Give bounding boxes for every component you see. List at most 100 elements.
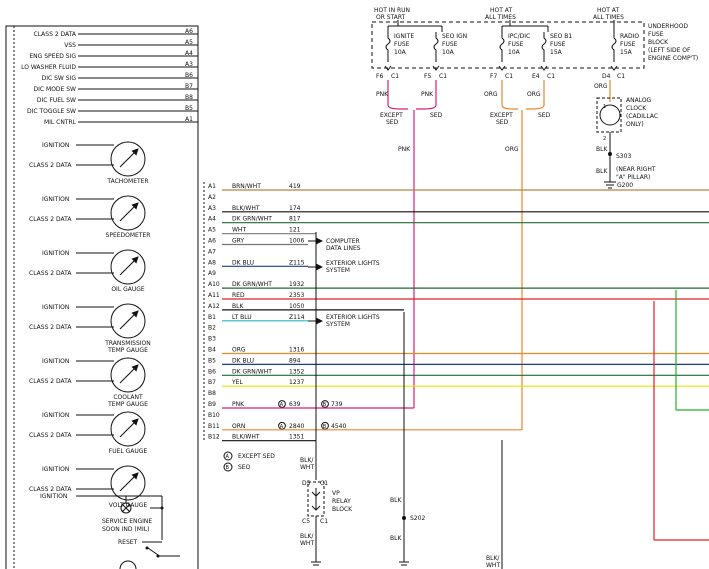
cluster-input-label: MIL CNTRL bbox=[44, 119, 77, 126]
fuse-pin: F7 bbox=[490, 73, 497, 80]
circuit-number: 1006 bbox=[289, 238, 304, 245]
relay-top-wire-1: BLK/ bbox=[300, 457, 314, 464]
connector-pin: B12 bbox=[208, 434, 220, 441]
cluster-input-pin: B8 bbox=[185, 94, 193, 101]
exterior-lights-1a: EXTERIOR LIGHTS bbox=[326, 260, 380, 267]
hot-label-1a: HOT IN RUN bbox=[374, 7, 410, 14]
relay-top-wire-2: WHT bbox=[300, 464, 314, 471]
gauge-name: OIL GAUGE bbox=[111, 286, 145, 293]
legend-b-text: SEO bbox=[238, 464, 251, 471]
fuse-terminal bbox=[540, 65, 548, 71]
cluster-input-pin: B6 bbox=[185, 72, 193, 79]
circuit-number: Z115 bbox=[289, 259, 305, 266]
connector-pin: B11 bbox=[208, 423, 220, 430]
wire-color-label: DK GRN/WHT bbox=[232, 368, 272, 375]
gauge-name: FUEL GAUGE bbox=[109, 448, 148, 455]
fuse-output-wires: PNK PNK ORG ORG EXCEPT SED SED EXCEPT SE… bbox=[376, 80, 551, 430]
gauge-ignition-label: IGNITION bbox=[42, 250, 69, 257]
relay-name-1: VP bbox=[332, 490, 340, 497]
connector-pin: B10 bbox=[208, 412, 220, 419]
connector-pin: B4 bbox=[208, 347, 216, 354]
hot-label-3b: ALL TIMES bbox=[593, 14, 624, 21]
fuse-sub: FUSE bbox=[442, 41, 458, 48]
blk-label-s202-bottom: BLK bbox=[390, 535, 402, 542]
except-sed-2b: SED bbox=[496, 119, 509, 126]
wire-color-label: RED bbox=[232, 292, 245, 299]
org-label-1: ORG bbox=[484, 91, 498, 98]
wire-color-label: ORG bbox=[232, 347, 246, 354]
reset-label: RESET bbox=[118, 539, 138, 546]
fuse-amp: 10A bbox=[394, 49, 407, 56]
cluster-input-pin: A6 bbox=[185, 28, 193, 35]
fuse-element bbox=[385, 32, 391, 62]
connector-pin: A10 bbox=[208, 281, 220, 288]
gauge-data-label: CLASS 2 DATA bbox=[29, 432, 72, 439]
gauge-name: TACHOMETER bbox=[106, 178, 148, 185]
fuse-terminal bbox=[610, 65, 618, 71]
pnk-main-label: PNK bbox=[398, 146, 411, 153]
connector-pin: A8 bbox=[208, 259, 216, 266]
fuse-name: SEO IGN bbox=[442, 33, 467, 40]
wire-color-label: GRY bbox=[232, 238, 244, 245]
circuit-number: 1050 bbox=[289, 303, 304, 310]
circuit-number: 174 bbox=[289, 205, 301, 212]
legend: A EXCEPT SED B SEO bbox=[223, 451, 275, 472]
fuse-block-label-4: (LEFT SIDE OF bbox=[648, 47, 691, 54]
gauge-ignition-label: IGNITION bbox=[42, 142, 69, 149]
ground-g200-label: G200 bbox=[617, 182, 633, 189]
gauge-data-label: CLASS 2 DATA bbox=[29, 162, 72, 169]
connector-pin: A6 bbox=[208, 238, 216, 245]
gauge-dial bbox=[110, 249, 146, 285]
hot-label-1b: OR START bbox=[376, 14, 406, 21]
gauge-dial bbox=[110, 357, 146, 393]
connector-pin: A4 bbox=[208, 216, 216, 223]
vp-relay-block: BLK/ WHT D5 C1 VP RELAY BLOCK C5 C1 BLK/… bbox=[300, 438, 353, 566]
connector-pin: A12 bbox=[208, 303, 220, 310]
gauge-name: SPEEDOMETER bbox=[106, 232, 151, 239]
gauge-name: TRANSMISSION bbox=[104, 340, 151, 347]
fuse-terminal bbox=[384, 65, 392, 71]
gauge-ignition-label: IGNITION bbox=[42, 196, 69, 203]
gauge-dial bbox=[110, 465, 146, 501]
cluster-input-label: DIC TOGGLE SW bbox=[27, 108, 76, 115]
variant-a-letter: A bbox=[280, 402, 284, 408]
blk-label-s202-top: BLK bbox=[390, 497, 402, 504]
cluster-input-pin: A1 bbox=[185, 116, 193, 123]
fuse-amp: 10A bbox=[442, 49, 455, 56]
fuse-pin: F5 bbox=[424, 73, 431, 80]
cluster-input-pin: A4 bbox=[185, 50, 193, 57]
wire-color-label: PNK bbox=[232, 401, 245, 408]
computer-data-1: COMPUTER bbox=[326, 238, 360, 245]
wire-color-label: LT BLU bbox=[232, 314, 252, 321]
pnk-label-1: PNK bbox=[376, 91, 389, 98]
near-pillar-1: (NEAR RIGHT bbox=[616, 166, 656, 173]
connector-pin: B9 bbox=[208, 401, 216, 408]
cluster-input-label: DIC SW SIG bbox=[42, 75, 77, 82]
fuse-amp: 10A bbox=[508, 49, 521, 56]
hot-label-3a: HOT AT bbox=[597, 7, 619, 14]
gauge-dial bbox=[110, 411, 146, 447]
gauge-dial bbox=[110, 303, 146, 339]
splice-s202: BLK S202 BLK BLK/ WHT bbox=[390, 312, 503, 569]
splice-s303-label: S303 bbox=[616, 153, 631, 160]
wire-color-label: YEL bbox=[231, 379, 243, 386]
except-sed-2a: EXCEPT bbox=[490, 112, 513, 119]
legend-a-text: EXCEPT SED bbox=[238, 453, 275, 460]
circuit-number: 419 bbox=[289, 183, 301, 190]
fuse-sub: FUSE bbox=[620, 41, 636, 48]
sed-label-2: SED bbox=[538, 112, 551, 119]
service-ignition-label: IGNITION bbox=[40, 493, 67, 500]
gauge-needle bbox=[119, 418, 139, 438]
fuse-element bbox=[433, 32, 439, 62]
wire-color-label: DK GRN/WHT bbox=[232, 281, 272, 288]
computer-data-2: DATA LINES bbox=[326, 245, 361, 252]
wire-color-label: WHT bbox=[232, 227, 246, 234]
fuse-name: RADIO bbox=[620, 33, 639, 40]
fuse-connector: C1 bbox=[617, 73, 625, 80]
exterior-lights-2b: SYSTEM bbox=[326, 321, 350, 328]
circuit-number: 2353 bbox=[289, 292, 304, 299]
wire-color-label: ORN bbox=[232, 423, 245, 430]
gauge-needle bbox=[119, 310, 139, 330]
cluster-input-label: VSS bbox=[64, 42, 76, 49]
relay-conn-top: C1 bbox=[320, 480, 328, 487]
